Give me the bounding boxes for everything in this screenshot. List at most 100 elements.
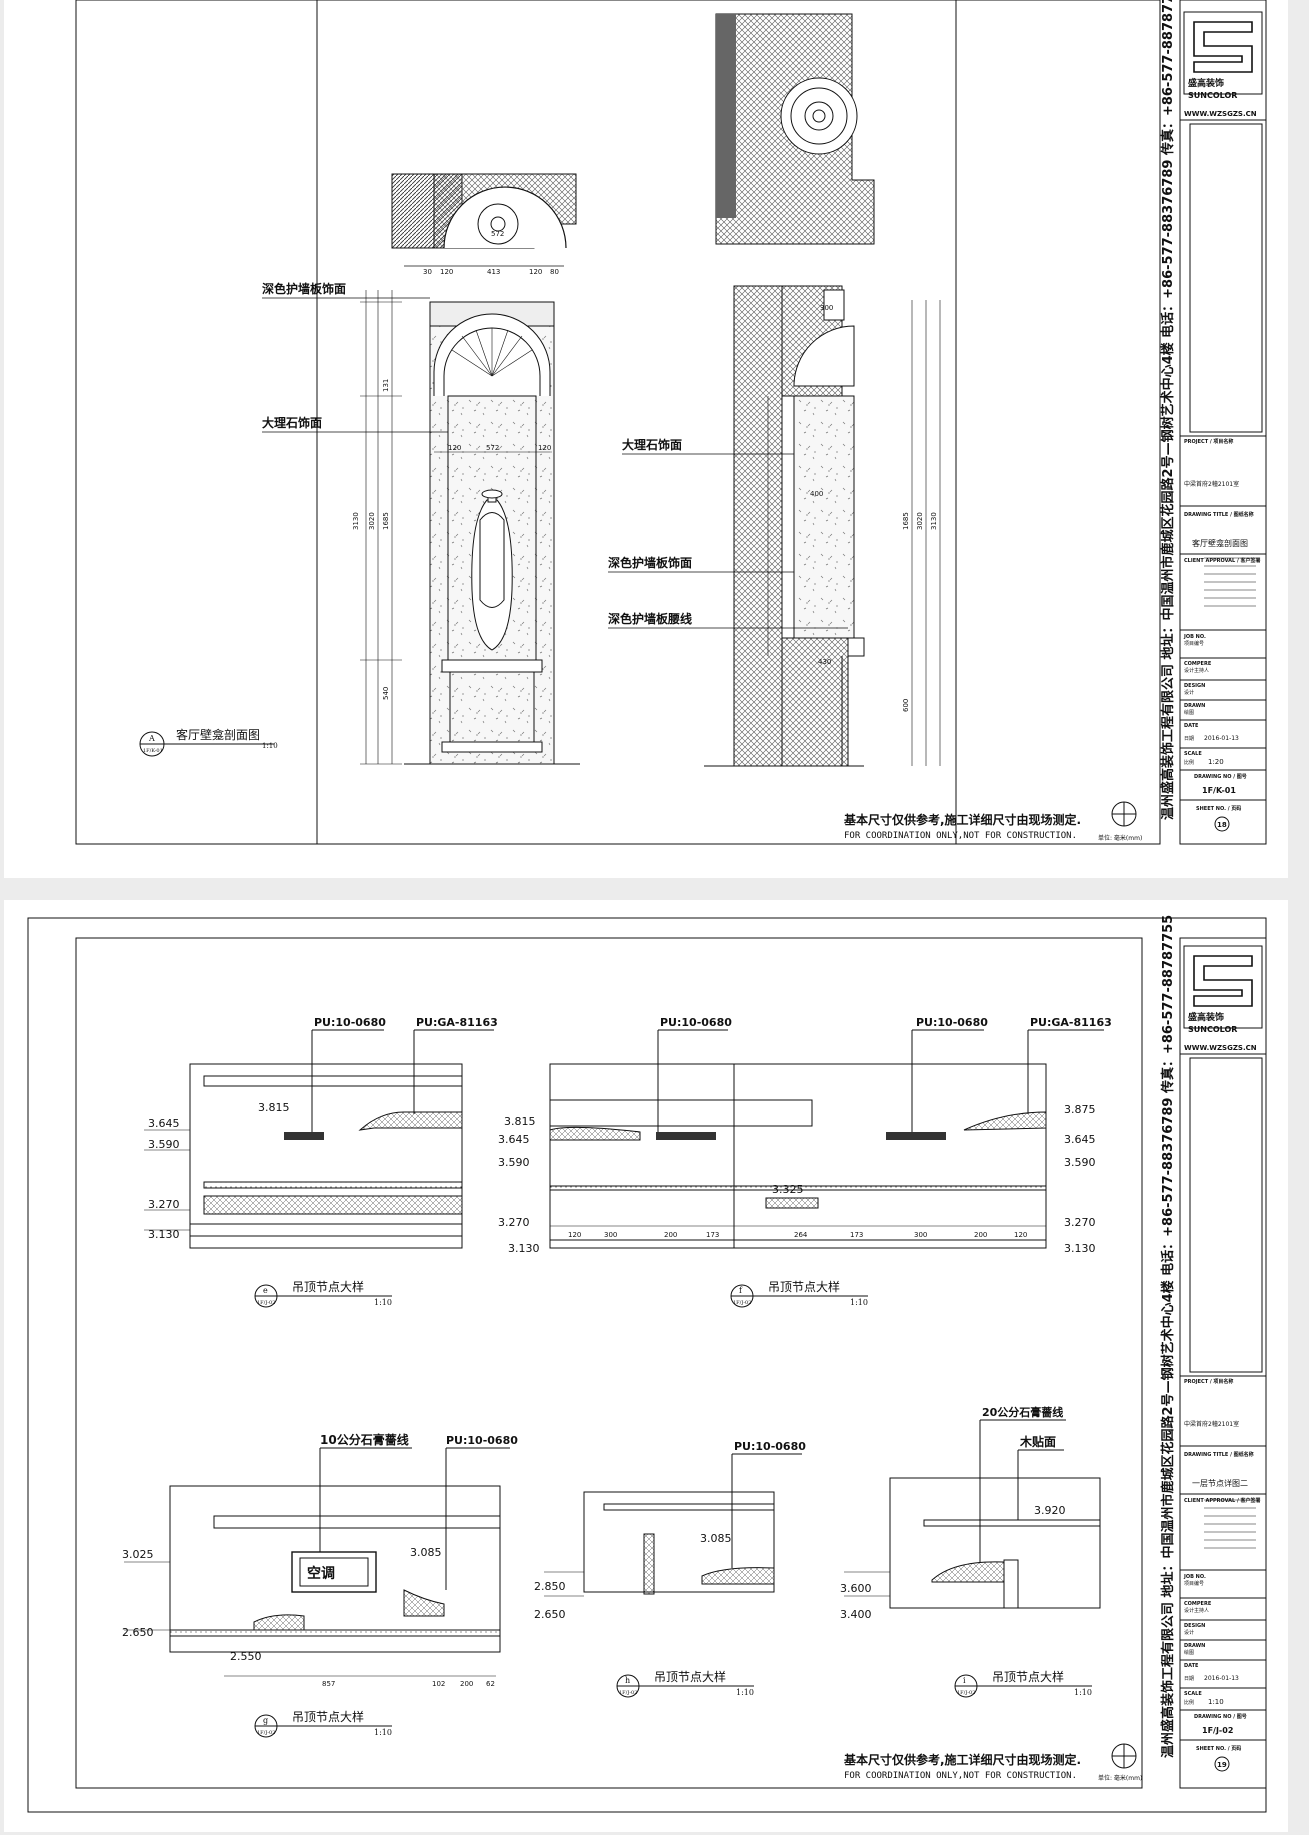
dim-label: 300 <box>914 1231 927 1239</box>
tb-title-label: DRAWING TITLE / 图纸名称 <box>1184 511 1254 518</box>
dim-label: 400 <box>810 490 823 498</box>
dim-label: 173 <box>850 1231 863 1239</box>
level-label: 3.270 <box>498 1216 530 1229</box>
callout-wood: 木贴面 <box>1019 1434 1056 1449</box>
company-vertical-text: 温州盛高装饰工程有限公司 地址：中国温州市鹿城区花园路2号—钢树艺术中心4楼 电… <box>1160 915 1176 1758</box>
detail-title: 吊顶节点大样 <box>654 1669 726 1684</box>
level-label: 3.130 <box>1064 1242 1096 1255</box>
level-label: 3.645 <box>498 1133 530 1146</box>
dim-label: 3130 <box>352 512 360 530</box>
level-label: 2.650 <box>122 1626 154 1639</box>
tb-drawn-label: DRAWN <box>1184 1643 1205 1649</box>
tb-date-sub: 日期 <box>1184 736 1194 742</box>
level-label: 3.270 <box>148 1198 180 1211</box>
callout-pu: PU:10-0680 <box>916 1016 988 1029</box>
dim-label: 1685 <box>902 512 910 530</box>
tb-approval-label: CLIENT APPROVAL / 客户签署 <box>1184 1497 1261 1504</box>
dim-label: 80 <box>550 268 559 276</box>
dim-label: 857 <box>322 1680 335 1688</box>
unit-label: 单位: 毫米(mm) <box>1098 834 1142 842</box>
note-cn: 基本尺寸仅供参考,施工详细尺寸由现场测定. <box>843 812 1081 827</box>
dim-label: 572 <box>486 444 499 452</box>
tb-sheet-no-value: 18 <box>1217 821 1227 829</box>
tb-date-value: 2016-01-13 <box>1204 1675 1239 1682</box>
detail-ref-letter: f <box>739 1286 743 1295</box>
tb-design-sub: 设计 <box>1184 689 1194 696</box>
level-label: 3.590 <box>498 1156 530 1169</box>
brand-cn: 盛高装饰 <box>1188 1011 1224 1023</box>
brand-en: SUNCOLOR <box>1188 91 1237 100</box>
dim-label: 264 <box>794 1231 808 1239</box>
tb-job-label: JOB NO. <box>1183 634 1206 640</box>
tb-date-label: DATE <box>1184 1663 1199 1669</box>
website: WWW.WZSGZS.CN <box>1184 110 1257 118</box>
tb-drawing-no-label: DRAWING NO / 图号 <box>1194 1713 1247 1720</box>
dim-label: 120 <box>529 268 542 276</box>
level-label: 3.085 <box>410 1546 442 1559</box>
ac-label: 空调 <box>307 1565 335 1582</box>
tb-drawn-label: DRAWN <box>1184 703 1205 709</box>
detail-ref-letter: h <box>625 1676 630 1685</box>
level-label: 3.645 <box>148 1117 180 1130</box>
callout-pu: PU:GA-81163 <box>1030 1016 1112 1029</box>
note-en: FOR COORDINATION ONLY,NOT FOR CONSTRUCTI… <box>844 831 1077 841</box>
ceiling-detail-b <box>549 1029 1104 1249</box>
section-dim-lines <box>767 300 941 766</box>
sheet-2-canvas: PU:10-0680 PU:GA-81163 3.815 3.645 3.590… <box>27 915 1267 1813</box>
level-label: 3.645 <box>1064 1133 1096 1146</box>
tb-drawing-no-value: 1F/K-01 <box>1202 786 1236 795</box>
note-en: FOR COORDINATION ONLY,NOT FOR CONSTRUCTI… <box>844 1771 1077 1781</box>
detail-scale: 1:10 <box>374 1728 392 1737</box>
detail-title: 吊顶节点大样 <box>292 1709 364 1724</box>
company-vertical-text: 温州盛高装饰工程有限公司 地址：中国温州市鹿城区花园路2号—钢树艺术中心4楼 电… <box>1160 0 1176 820</box>
section-scale: 1:10 <box>262 742 278 750</box>
level-label: 3.085 <box>700 1532 732 1545</box>
callout-pu: PU:GA-81163 <box>416 1016 498 1029</box>
drawing-sheet-2: PU:10-0680 PU:GA-81163 3.815 3.645 3.590… <box>4 900 1288 1832</box>
tb-title-label: DRAWING TITLE / 图纸名称 <box>1184 1451 1254 1458</box>
dim-label: 200 <box>974 1231 987 1239</box>
dim-label: 120 <box>538 444 551 452</box>
detail-ref-sheet: 1F/J-02 <box>257 1300 275 1306</box>
tb-drawn-sub: 绘图 <box>1184 709 1194 716</box>
callout-pu: PU:10-0680 <box>734 1440 806 1453</box>
dim-label: 62 <box>486 1680 495 1688</box>
detail-ref-sheet: 1F/J-02 <box>619 1690 637 1696</box>
detail-title: 吊顶节点大样 <box>992 1669 1064 1684</box>
tb-date-sub: 日期 <box>1184 1676 1194 1682</box>
section-title: 客厅壁龛剖面图 <box>176 727 260 742</box>
dim-label: 173 <box>706 1231 719 1239</box>
tb-job-label: JOB NO. <box>1183 1574 1206 1580</box>
tb-compere-sub: 设计主持人 <box>1184 1607 1209 1614</box>
ceiling-detail-a <box>144 1029 494 1249</box>
brand-en: SUNCOLOR <box>1188 1025 1237 1034</box>
dim-label: 300 <box>820 304 833 312</box>
title-block-2 <box>1180 945 1266 1772</box>
callout-leaders-right <box>608 453 848 629</box>
note-cn: 基本尺寸仅供参考,施工详细尺寸由现场测定. <box>843 1752 1081 1767</box>
tb-scale-value: 1:10 <box>1208 1698 1224 1706</box>
detail-ref-sheet: 1F/J-02 <box>257 1730 275 1736</box>
outer-border <box>27 917 1267 1813</box>
drawing-sheet-1: 572 413 120 120 30 80 120 <box>4 0 1288 878</box>
tb-scale-label: SCALE <box>1184 751 1202 757</box>
tb-job-sub: 项目编号 <box>1184 640 1204 647</box>
detail-ref-letter: i <box>963 1676 966 1685</box>
dim-label: 572 <box>491 230 504 238</box>
dim-label: 600 <box>902 699 910 712</box>
dim-label: 413 <box>487 268 500 276</box>
callout-marble-right: 大理石饰面 <box>622 437 682 452</box>
tb-project-value: 中梁首府2幢2101室 <box>1184 1420 1239 1428</box>
detail-title: 吊顶节点大样 <box>292 1279 364 1294</box>
level-label: 3.815 <box>504 1115 536 1128</box>
tb-project-value: 中梁首府2幢2101室 <box>1184 480 1239 488</box>
tb-date-value: 2016-01-13 <box>1204 735 1239 742</box>
detail-scale: 1:10 <box>736 1688 754 1697</box>
level-label: 3.325 <box>772 1183 804 1196</box>
brand-cn: 盛高装饰 <box>1188 77 1224 89</box>
sheet-1-canvas: 572 413 120 120 30 80 120 <box>75 0 1267 845</box>
compass-stamp <box>1111 1743 1137 1769</box>
dim-label: 30 <box>423 268 432 276</box>
title-block-frame <box>1179 937 1267 1789</box>
dim-label: 120 <box>568 1231 581 1239</box>
